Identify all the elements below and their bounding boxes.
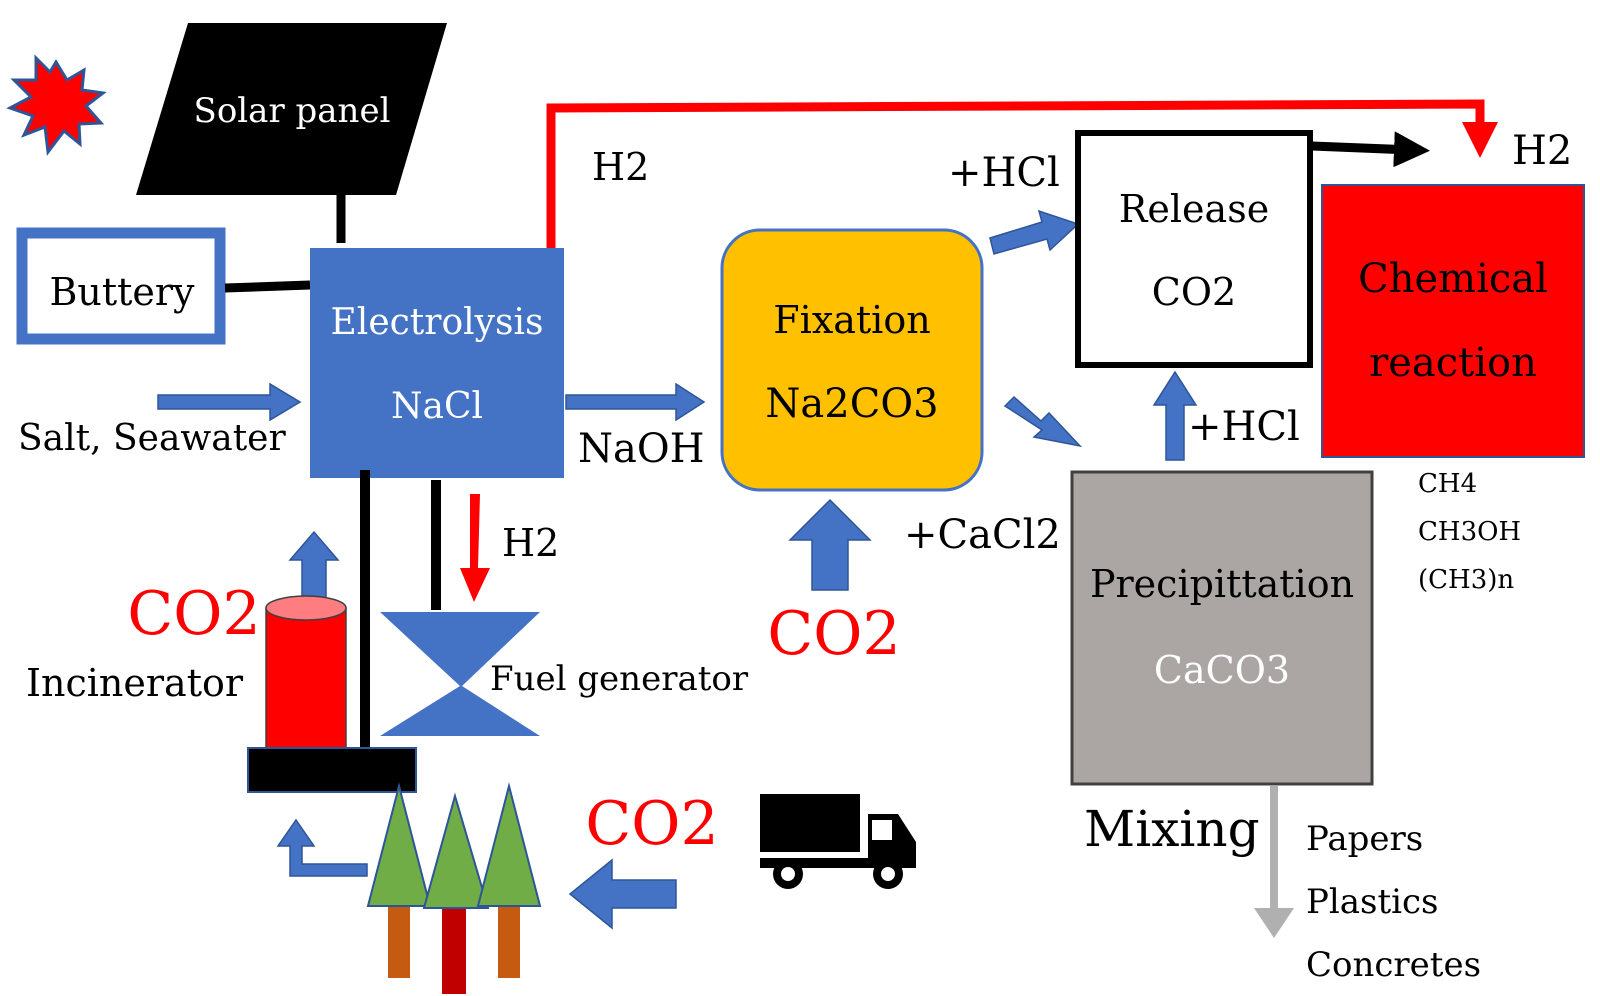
chemical-reaction-box	[1321, 184, 1585, 458]
co2-fixation-label: CO2	[767, 599, 900, 669]
battery-connector	[224, 280, 311, 293]
biomass-return-arrow	[276, 818, 368, 877]
solar-panel	[136, 23, 447, 195]
incinerator-body	[265, 607, 347, 749]
material-product-3: Concretes	[1306, 945, 1481, 985]
battery-box	[16, 227, 226, 345]
mixing-output-arrow	[1254, 786, 1294, 938]
incinerator-base	[247, 747, 417, 793]
chemical-reaction-title: Chemical	[1358, 256, 1548, 302]
release-box	[1075, 130, 1313, 368]
chemical-reaction-subtitle: reaction	[1369, 340, 1537, 386]
chemical-product-2: CH3OH	[1418, 517, 1521, 547]
chemical-product-3: (CH3)n	[1418, 565, 1514, 595]
electrolysis-subtitle: NaCl	[391, 386, 483, 427]
co2-fixation-arrow	[788, 498, 872, 591]
electrolysis-box	[310, 248, 564, 478]
precipitation-box	[1070, 470, 1374, 786]
material-product-2: Plastics	[1306, 882, 1439, 922]
chemical-product-1: CH4	[1418, 469, 1477, 499]
truck-icon	[760, 794, 916, 889]
release-title: Release	[1119, 187, 1269, 231]
naoh-arrow	[565, 382, 706, 422]
naoh-label: NaOH	[578, 426, 705, 472]
fixation-to-precipitation-arrow	[1003, 395, 1083, 448]
release-subtitle: CO2	[1152, 270, 1236, 314]
precipitation-title: Precipittation	[1090, 562, 1354, 606]
co2-truck-label: CO2	[585, 789, 718, 859]
h2-pipe	[546, 99, 1498, 252]
battery-label: Buttery	[49, 270, 195, 314]
h2-right-label: H2	[1512, 128, 1572, 174]
salt-seawater-label: Salt, Seawater	[18, 418, 286, 459]
incinerator-label: Incinerator	[26, 661, 244, 705]
forest-icon	[366, 782, 542, 994]
cacl2-label: +CaCl2	[904, 512, 1061, 558]
sun-burst-icon	[6, 54, 107, 156]
truck-co2-arrow	[568, 858, 677, 930]
fixation-title: Fixation	[773, 298, 930, 342]
hcl-mid-label: +HCl	[1188, 404, 1300, 450]
fixation-box	[720, 228, 984, 492]
material-product-1: Papers	[1306, 819, 1423, 859]
salt-input-arrow	[157, 382, 302, 422]
fuel-generator-label: Fuel generator	[490, 659, 749, 699]
fixation-to-release-arrow	[989, 209, 1080, 255]
mixing-label: Mixing	[1084, 800, 1260, 858]
electrolysis-title: Electrolysis	[331, 302, 544, 343]
fuel-generator	[380, 612, 540, 736]
incinerator-exhaust-arrow	[288, 530, 340, 607]
solar-panel-label: Solar panel	[194, 91, 391, 131]
incinerator-top	[265, 595, 347, 621]
release-to-reaction-arrow	[1311, 131, 1430, 168]
co2-incinerator-label: CO2	[127, 579, 260, 649]
h2-fuel-label: H2	[502, 521, 559, 565]
precipitation-subtitle: CaCO3	[1154, 648, 1290, 692]
fixation-subtitle: Na2CO3	[765, 381, 938, 427]
hcl-top-label: +HCl	[948, 150, 1060, 196]
precipitation-to-release-arrow	[1152, 370, 1198, 461]
h2-fuel-arrow	[460, 494, 490, 602]
h2-top-label: H2	[592, 145, 649, 189]
